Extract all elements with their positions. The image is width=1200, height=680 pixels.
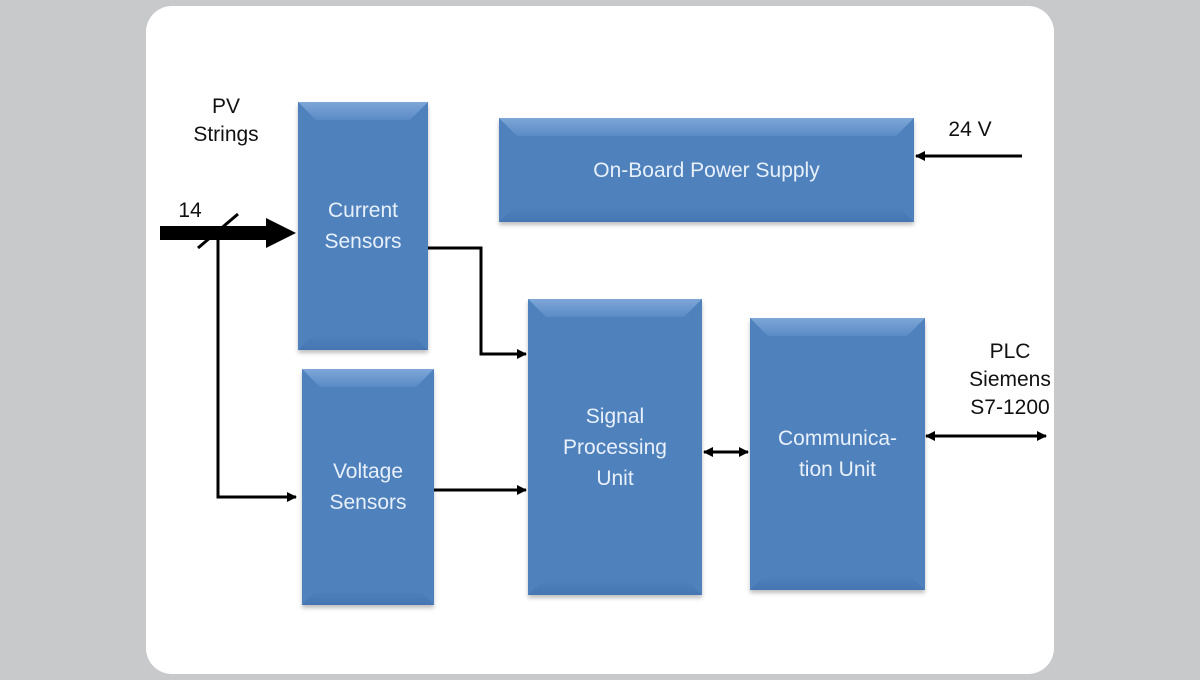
voltage-sensors-block: Voltage Sensors <box>302 369 434 605</box>
wire-pv-to-voltage <box>216 233 297 502</box>
communication-unit-block: Communica- tion Unit <box>750 318 925 590</box>
plc-label: PLC Siemens S7-1200 <box>969 340 1051 419</box>
pv-strings-label: PV Strings <box>193 95 259 146</box>
power-supply-block: On-Board Power Supply <box>499 118 914 222</box>
bus-width-label: 14 <box>178 199 202 222</box>
current-sensors-block: Current Sensors <box>298 102 428 350</box>
voltage-sensors-label: Voltage Sensors <box>329 460 407 514</box>
signal-processing-block: Signal Processing Unit <box>528 299 702 595</box>
wire-current-to-spu <box>428 246 527 359</box>
supply-voltage-label: 24 V <box>948 118 992 141</box>
power-supply-label: On-Board Power Supply <box>593 158 820 182</box>
current-sensors-label: Current Sensors <box>324 199 402 253</box>
bus-slash <box>197 212 239 250</box>
signal-processing-label: Signal Processing Unit <box>563 404 667 490</box>
communication-unit-label: Communica- tion Unit <box>777 427 898 481</box>
